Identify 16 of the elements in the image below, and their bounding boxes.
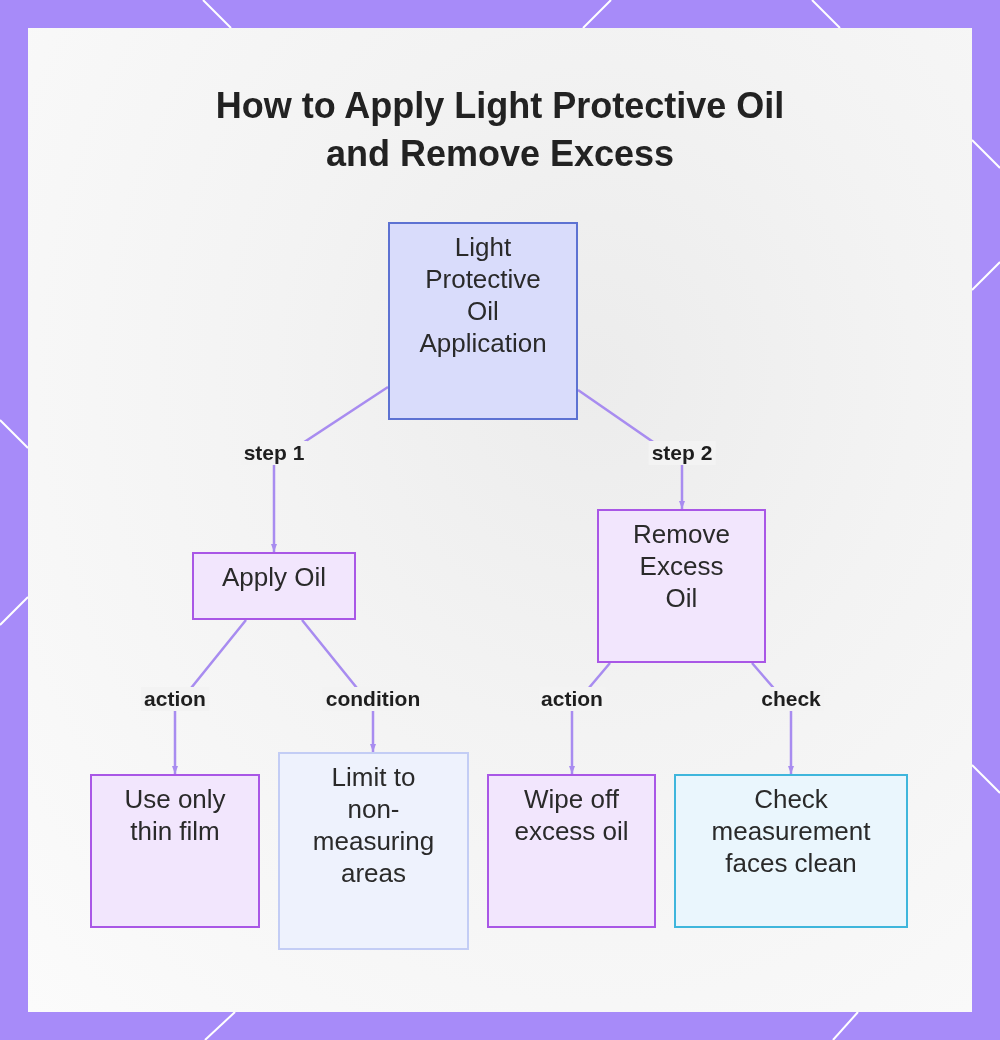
edge-label: step 2 (648, 441, 716, 465)
process-box (674, 774, 908, 928)
node-text: Remove Excess Oil (632, 518, 731, 614)
process-box (388, 222, 578, 420)
node-text: Wipe off excess oil (513, 783, 630, 847)
node-text: Limit to non-measuring areas (311, 761, 436, 889)
node-text: Light Protective Oil Application (418, 231, 548, 359)
process-box (487, 774, 656, 928)
process-box (192, 552, 356, 620)
node-text: Check measurement faces clean (710, 783, 872, 879)
node-text: Apply Oil (220, 561, 327, 593)
process-box (597, 509, 766, 663)
title: How to Apply Light Protective Oil and Remove Excess (214, 84, 786, 176)
node-text: Use only thin film (123, 783, 227, 847)
process-box (278, 752, 469, 950)
process-box (90, 774, 260, 928)
